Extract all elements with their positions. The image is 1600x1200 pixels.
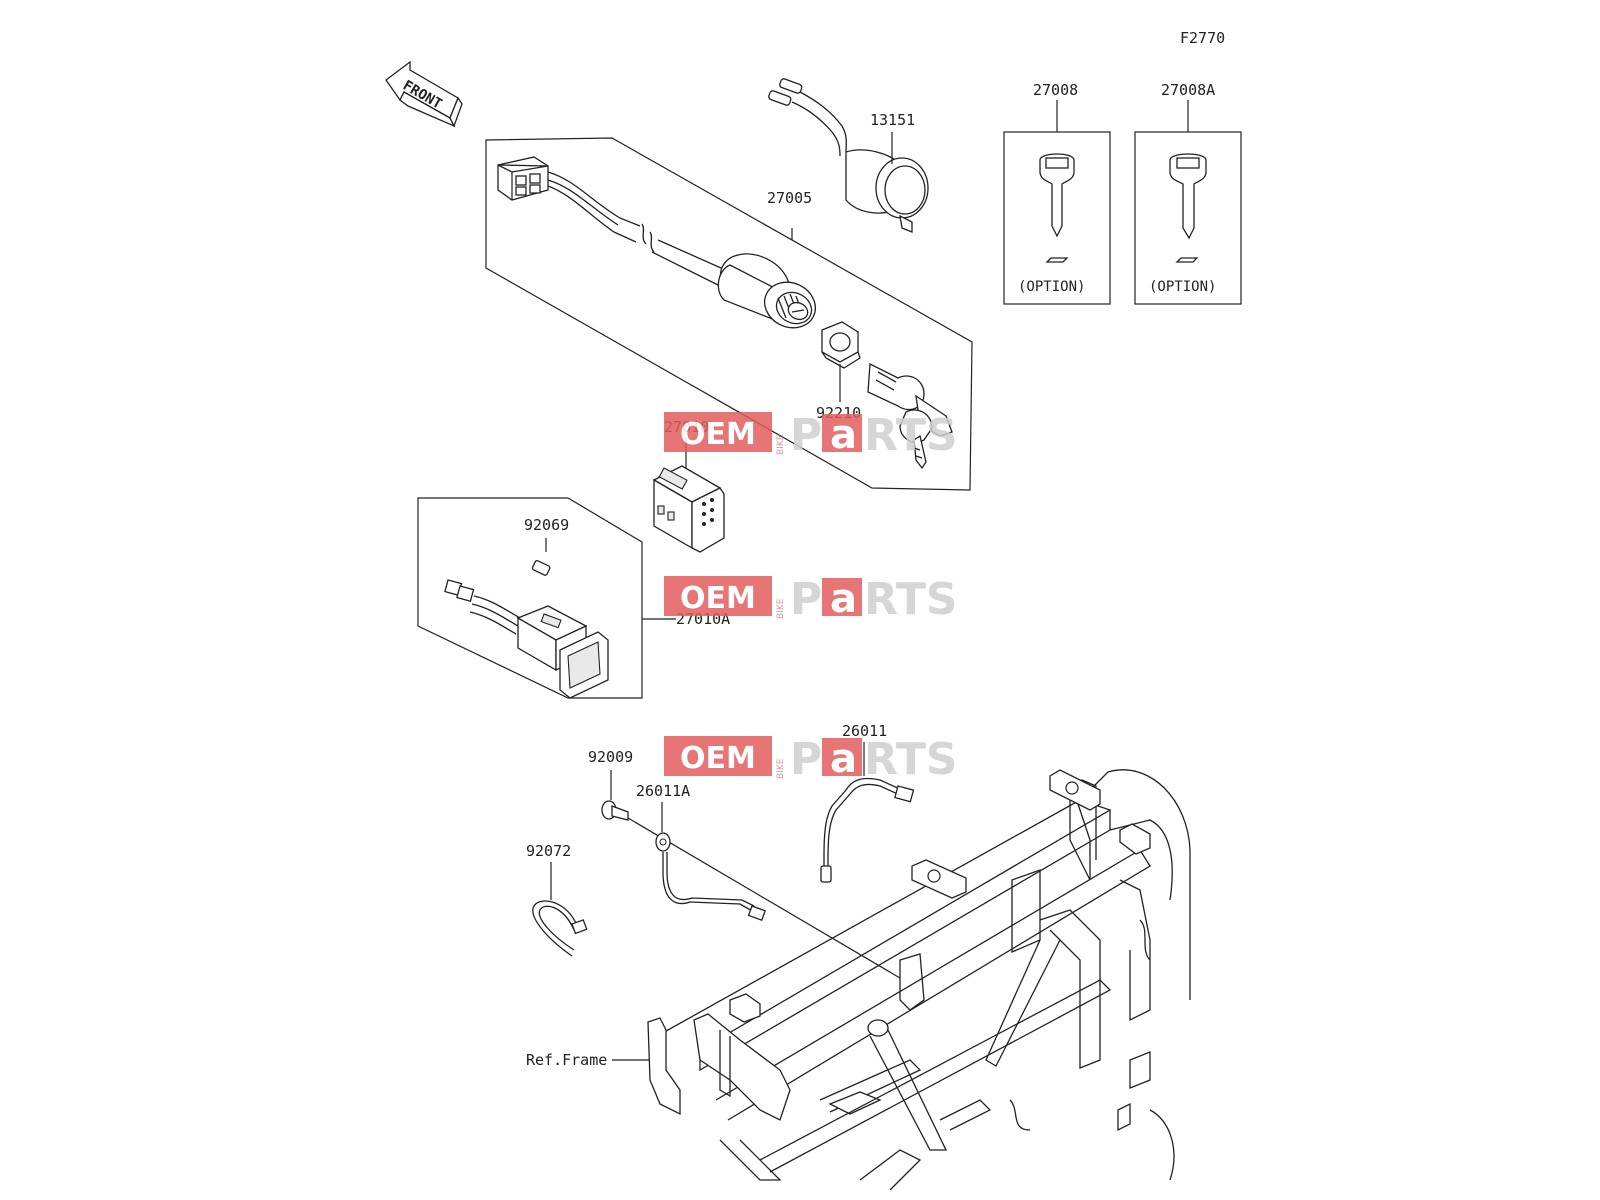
watermark-rts: RTS (864, 410, 958, 461)
watermark-oem-box (664, 576, 772, 616)
callout-27005: 27005 (767, 189, 812, 207)
rocker-switch-27010 (652, 465, 725, 553)
sensor-lead-26011 (820, 777, 915, 883)
watermark-a: a (830, 412, 857, 458)
callout-27008: 27008 (1033, 81, 1078, 99)
callout-92072: 92072 (526, 842, 571, 860)
connector-block (497, 156, 549, 201)
key-pair-icon (867, 362, 953, 470)
cable-band-92072 (532, 900, 588, 957)
ground-lead-26011a (655, 832, 766, 922)
option-label-27008: (OPTION) (1018, 279, 1085, 295)
callout-13151: 13151 (870, 111, 915, 129)
callout-92069: 92069 (524, 516, 569, 534)
front-arrow-icon: FRONT (385, 60, 463, 128)
bulb-92069 (531, 560, 551, 576)
callout-26011: 26011 (842, 722, 887, 740)
watermark-1: OEM BIKE P a RTS (664, 410, 958, 461)
watermark-bike: BIKE (776, 434, 786, 455)
callout-27008a: 27008A (1161, 81, 1215, 99)
figure-code: F2770 (1180, 29, 1225, 47)
watermark-a: a (830, 576, 857, 622)
watermark-rts: RTS (864, 574, 958, 625)
key-icon-27008a (1169, 153, 1207, 240)
hex-nut (821, 321, 861, 369)
watermark-oem-box (664, 736, 772, 776)
watermark-bike: BIKE (776, 598, 786, 619)
watermark-rts: RTS (864, 734, 958, 785)
key-icon-27008 (1039, 153, 1075, 238)
watermark-2: OEM BIKE P a RTS (664, 574, 958, 625)
watermark-3: OEM BIKE P a RTS (664, 734, 958, 785)
key-switch-13151 (768, 78, 929, 233)
watermark-a: a (830, 736, 857, 782)
watermark-p: P (790, 574, 822, 625)
bolt-92009 (601, 800, 629, 821)
watermark-oem: OEM (680, 741, 756, 776)
watermark-oem: OEM (680, 417, 756, 452)
ref-frame-label: Ref.Frame (526, 1051, 607, 1069)
vehicle-frame (647, 769, 1191, 1191)
watermark-oem-box (664, 412, 772, 452)
option-label-27008a: (OPTION) (1149, 279, 1216, 295)
watermark-p: P (790, 410, 822, 461)
ignition-switch-body (717, 253, 816, 329)
callout-26011a: 26011A (636, 782, 690, 800)
push-switch-27010a (444, 579, 609, 699)
callout-92009: 92009 (588, 748, 633, 766)
watermark-oem: OEM (680, 581, 756, 616)
watermark-p: P (790, 734, 822, 785)
switch-27010a-frame (417, 497, 643, 699)
leader-92009-to-frame (627, 817, 901, 979)
wire-harness (547, 171, 731, 289)
switch-assembly-frame (485, 137, 973, 491)
watermark-bike: BIKE (776, 758, 786, 779)
